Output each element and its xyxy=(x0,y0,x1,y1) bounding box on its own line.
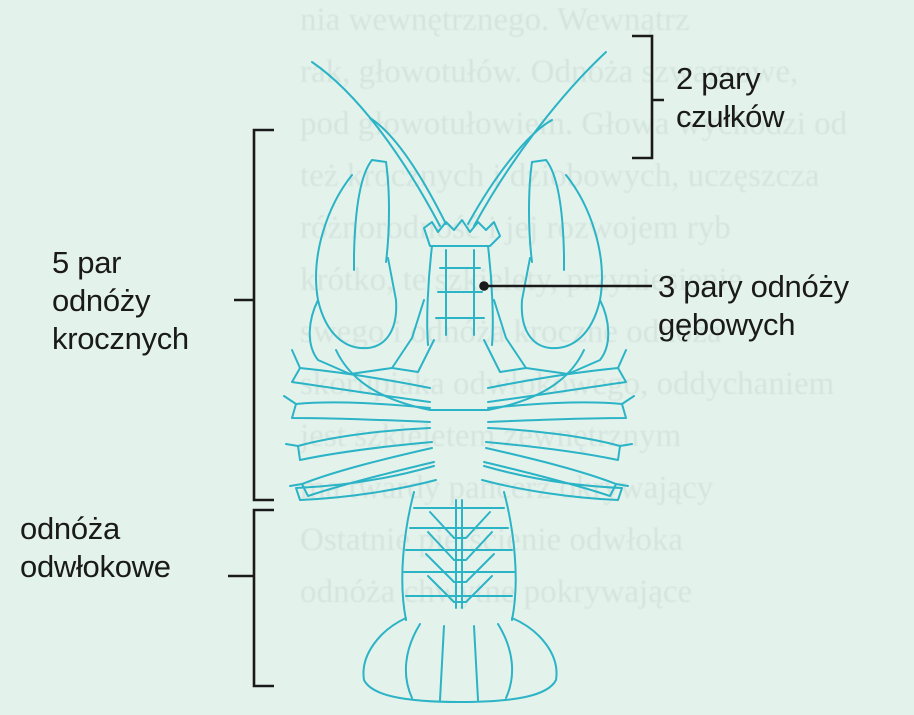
antennae-bracket xyxy=(632,36,664,158)
mouthparts-label: 3 pary odnóży gębowych xyxy=(658,268,849,344)
abdominal-legs-label: odnóża odwłokowe xyxy=(20,510,171,586)
antennae-label: 2 pary czułków xyxy=(676,60,784,136)
mouthparts-pointer-dot xyxy=(481,283,488,290)
crayfish-illustration xyxy=(284,52,634,702)
antennae-drawing xyxy=(312,52,606,226)
left-claw-drawing xyxy=(310,160,434,374)
head-drawing xyxy=(424,220,500,345)
walking-legs-label-line: krocznych xyxy=(52,320,189,358)
antennae-label-line: czułków xyxy=(676,98,784,136)
walking-legs-label-line: 5 par xyxy=(52,244,189,282)
mouthparts-label-line: gębowych xyxy=(658,306,849,344)
right-claw-drawing xyxy=(484,160,608,374)
carapace-drawing xyxy=(336,350,584,410)
abdominal-bracket xyxy=(228,510,274,686)
antennae-label-line: 2 pary xyxy=(676,60,784,98)
walking-legs-bracket xyxy=(234,130,274,500)
walking-legs-label: 5 par odnóży krocznych xyxy=(52,244,189,358)
tail-fan-drawing xyxy=(363,618,556,702)
abdominal-legs-label-line: odwłokowe xyxy=(20,548,171,586)
abdomen-drawing xyxy=(402,492,515,620)
mouthparts-label-line: 3 pary odnóży xyxy=(658,268,849,306)
walking-legs-label-line: odnóży xyxy=(52,282,189,320)
abdominal-legs-label-line: odnóża xyxy=(20,510,171,548)
